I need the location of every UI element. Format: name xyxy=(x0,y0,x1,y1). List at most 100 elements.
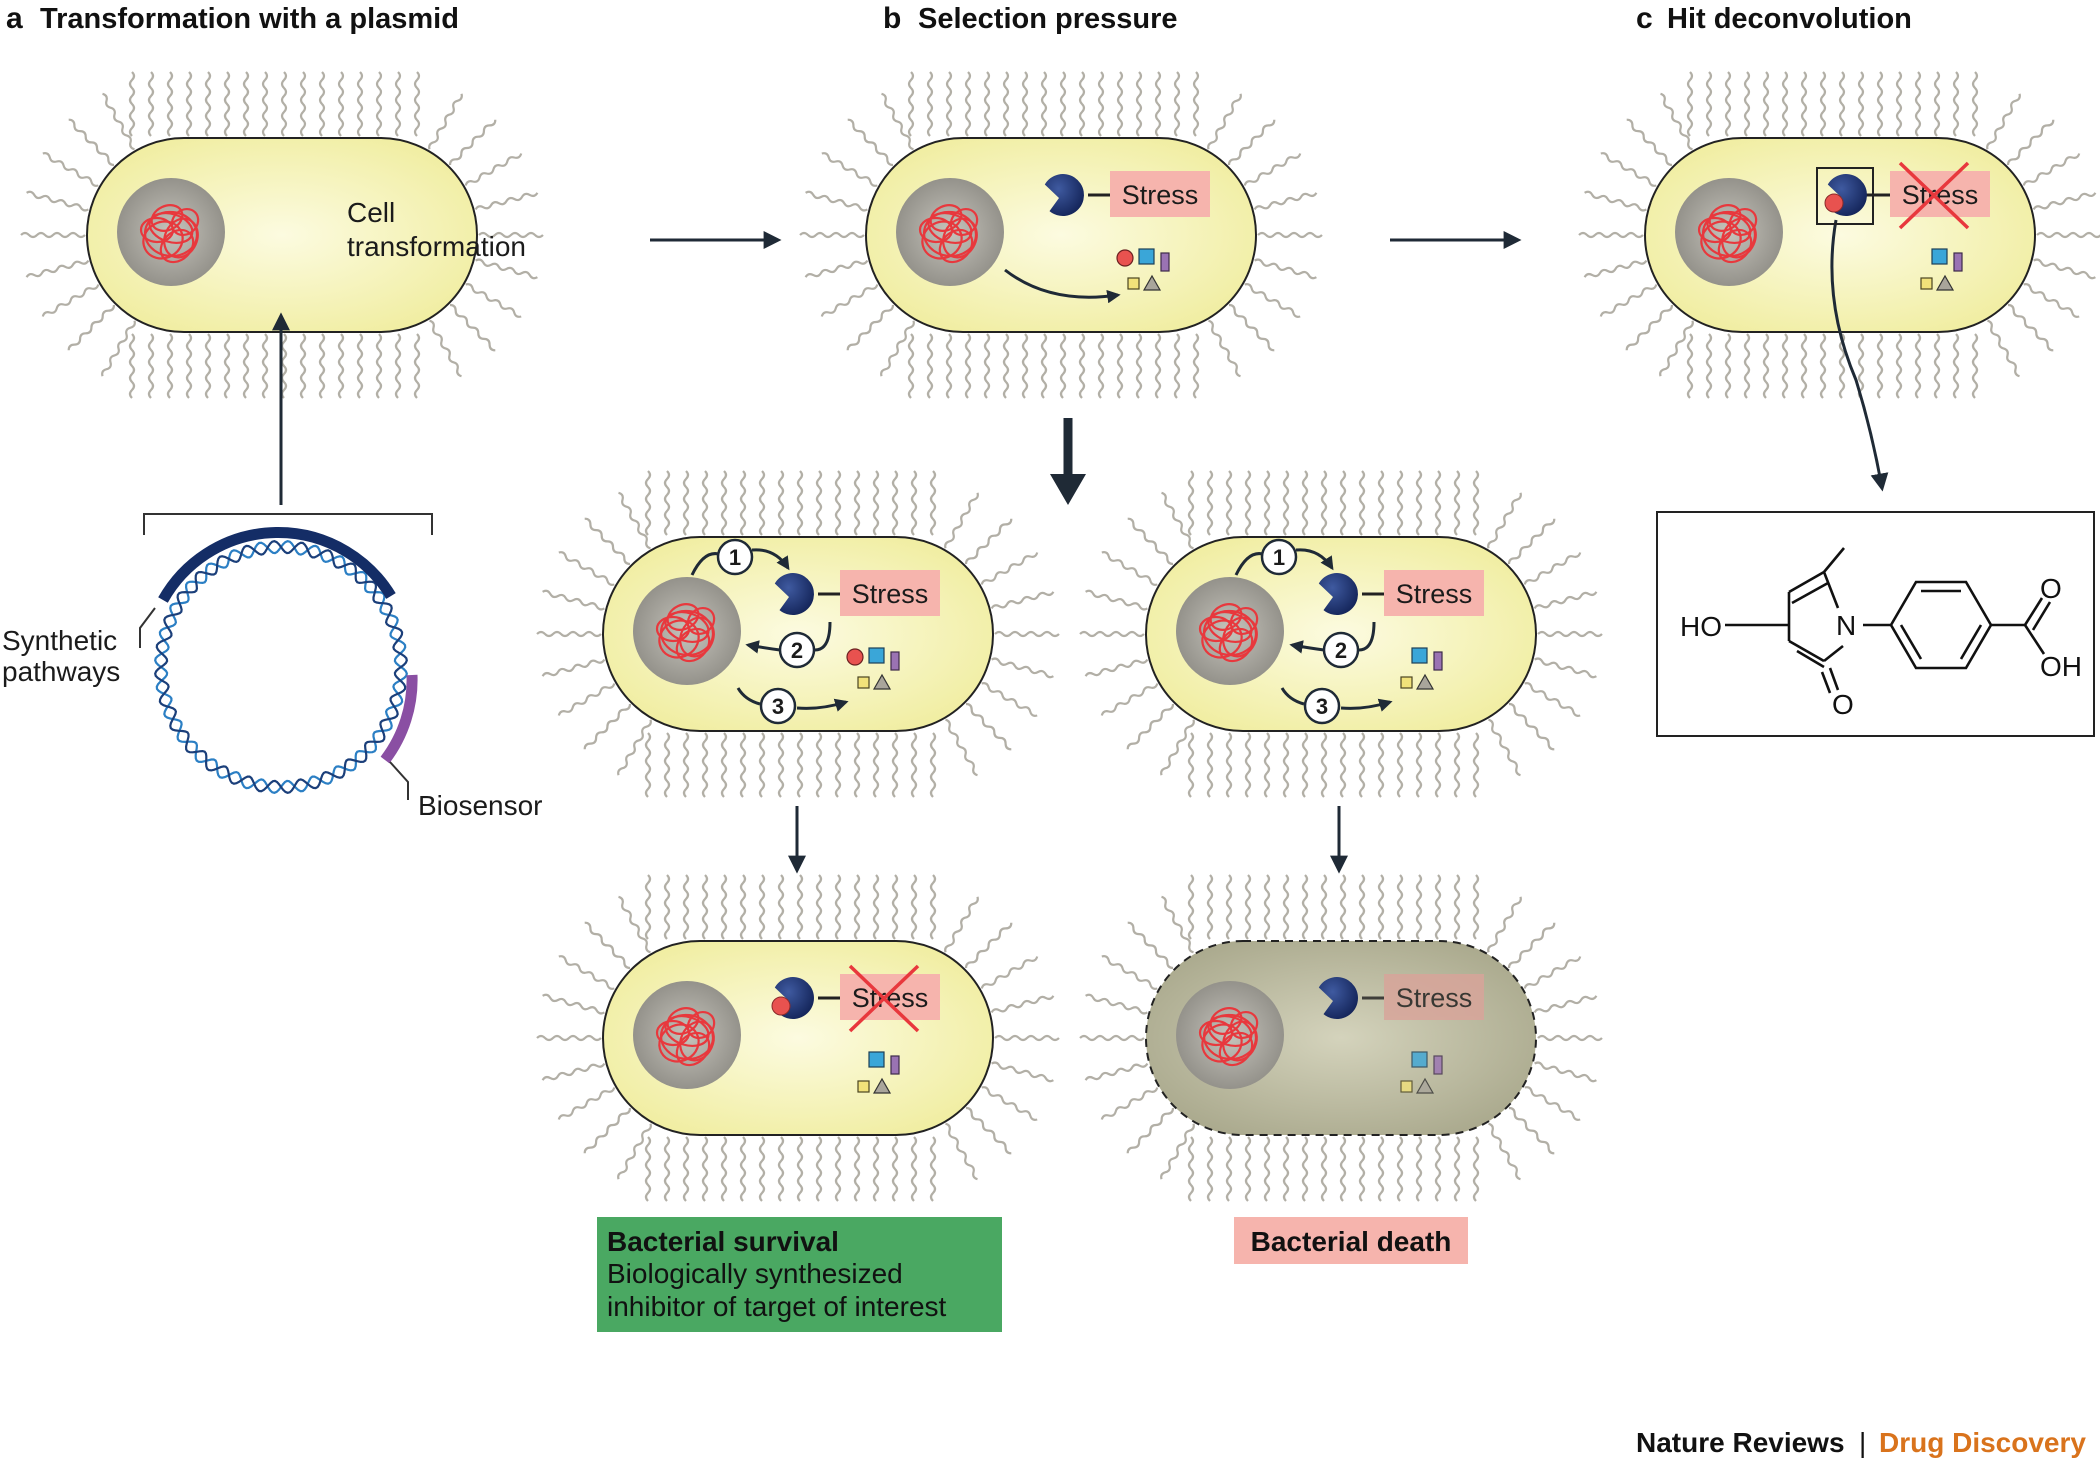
plasmid-bracket xyxy=(143,513,433,535)
cell-b xyxy=(799,71,1323,399)
fimbriae xyxy=(536,470,1060,798)
stress-b2: Stress xyxy=(1362,570,1484,616)
molecule-small-square-icon xyxy=(1400,1080,1413,1093)
synthetic-pathways-label-2: pathways xyxy=(2,656,120,687)
stress-box xyxy=(1384,974,1484,1020)
molecule-triangle-icon xyxy=(1415,1077,1435,1094)
sensor-b1-icon xyxy=(774,573,814,616)
stress-label: Stress xyxy=(1396,983,1473,1013)
plasmid xyxy=(139,312,433,800)
molecules-b1 xyxy=(846,647,900,690)
step-2-b1: 2 xyxy=(778,631,816,669)
molecules-c xyxy=(1920,248,1963,291)
death-box xyxy=(1234,1217,1468,1264)
cell-transformation-label-2: transformation xyxy=(347,231,526,262)
dna-scribble xyxy=(139,204,200,264)
molecule-small-square-icon xyxy=(857,676,870,689)
panel-b-letter: b xyxy=(883,2,901,35)
molecule-bar-icon xyxy=(1433,1055,1443,1075)
cross-icon xyxy=(848,964,920,1033)
dna-scribble xyxy=(655,1007,716,1067)
molecule-triangle-icon xyxy=(872,1077,892,1094)
cross-icon xyxy=(1898,161,1970,230)
cell-transformation-label-1: Cell xyxy=(347,197,395,228)
credit: Nature Reviews | Drug Discovery xyxy=(1636,1427,2086,1458)
molecule-square-icon xyxy=(1411,1051,1428,1068)
molecule-square-icon xyxy=(1138,248,1155,265)
credit-separator: | xyxy=(1859,1427,1866,1458)
arrow-to-structure xyxy=(1830,219,1889,492)
stress-survival: Stress xyxy=(818,964,940,1033)
fimbriae xyxy=(536,874,1060,1202)
fimbriae xyxy=(1079,470,1603,798)
panel-c-letter: c xyxy=(1636,2,1653,35)
stress-box xyxy=(840,570,940,616)
molecules-death xyxy=(1400,1051,1443,1094)
molecule-bar-icon xyxy=(890,1055,900,1075)
molecule-triangle-icon xyxy=(1935,274,1955,291)
stress-box xyxy=(840,974,940,1020)
fimbriae xyxy=(799,71,1323,399)
bound-inhibitor-icon xyxy=(771,996,791,1016)
stress-box xyxy=(1890,171,1990,217)
panel-a-title: Transformation with a plasmid xyxy=(40,3,459,35)
stress-label: Stress xyxy=(1902,180,1979,210)
molecule-small-square-icon xyxy=(1920,277,1933,290)
molecule-square-icon xyxy=(868,1051,885,1068)
chem-o-ring: O xyxy=(1832,689,1854,720)
synthetic-pathways-label-1: Synthetic xyxy=(2,625,117,656)
sensor-c-icon xyxy=(1824,174,1867,217)
chem-oh: OH xyxy=(2040,651,2082,682)
molecules-b xyxy=(1116,248,1170,291)
molecule-square-icon xyxy=(868,647,885,664)
stress-label: Stress xyxy=(852,579,929,609)
stress-label: Stress xyxy=(1122,180,1199,210)
step-number: 2 xyxy=(791,638,803,663)
sensor-death-icon xyxy=(1318,977,1358,1020)
stress-b: Stress xyxy=(1088,171,1210,217)
sensor-b2-icon xyxy=(1318,573,1358,616)
cell-a xyxy=(20,71,544,399)
chemical-structure: HO N O O OH xyxy=(1656,511,2095,737)
stress-box xyxy=(1110,171,1210,217)
molecule-bar-icon xyxy=(1433,651,1443,671)
steps-b2 xyxy=(1234,548,1393,712)
chem-ho: HO xyxy=(1680,611,1722,642)
survival-outcome: Bacterial survival Biologically synthesi… xyxy=(597,1217,1002,1332)
molecules-survival xyxy=(857,1051,900,1094)
survival-box xyxy=(597,1217,1002,1332)
step-2-b2: 2 xyxy=(1322,631,1360,669)
step-number: 3 xyxy=(1316,694,1328,719)
survival-title: Bacterial survival xyxy=(607,1226,839,1257)
dna-scribble xyxy=(1697,204,1758,264)
synthetic-pathways-leader xyxy=(139,607,156,648)
death-title: Bacterial death xyxy=(1251,1226,1452,1257)
structure-bonds xyxy=(1725,547,2052,694)
cell-survival xyxy=(536,874,1060,1202)
synthetic-pathway-bar xyxy=(158,527,396,603)
step-number: 1 xyxy=(729,545,741,570)
step-number: 1 xyxy=(1273,545,1285,570)
molecule-bar-icon xyxy=(1953,252,1963,272)
molecules-b2 xyxy=(1400,647,1443,690)
molecule-small-square-icon xyxy=(1400,676,1413,689)
fimbriae xyxy=(1578,71,2100,399)
death-outcome: Bacterial death xyxy=(1234,1217,1468,1264)
step-number: 2 xyxy=(1335,638,1347,663)
step-number: 3 xyxy=(772,694,784,719)
panel-b-title: Selection pressure xyxy=(918,3,1178,35)
stress-box xyxy=(1384,570,1484,616)
cell-death xyxy=(1079,874,1603,1202)
molecule-circle-icon xyxy=(846,648,864,666)
dna-scribble xyxy=(918,204,979,264)
molecule-circle-icon xyxy=(1116,249,1134,267)
step-1-b1: 1 xyxy=(716,538,754,576)
step-3-b2: 3 xyxy=(1303,687,1341,725)
molecule-bar-icon xyxy=(890,651,900,671)
step-3-b1: 3 xyxy=(759,687,797,725)
dna-scribble xyxy=(1198,1007,1259,1067)
sensors-layer xyxy=(771,174,1867,1020)
molecule-bar-icon xyxy=(1160,252,1170,272)
biosensor-bar xyxy=(380,674,418,764)
